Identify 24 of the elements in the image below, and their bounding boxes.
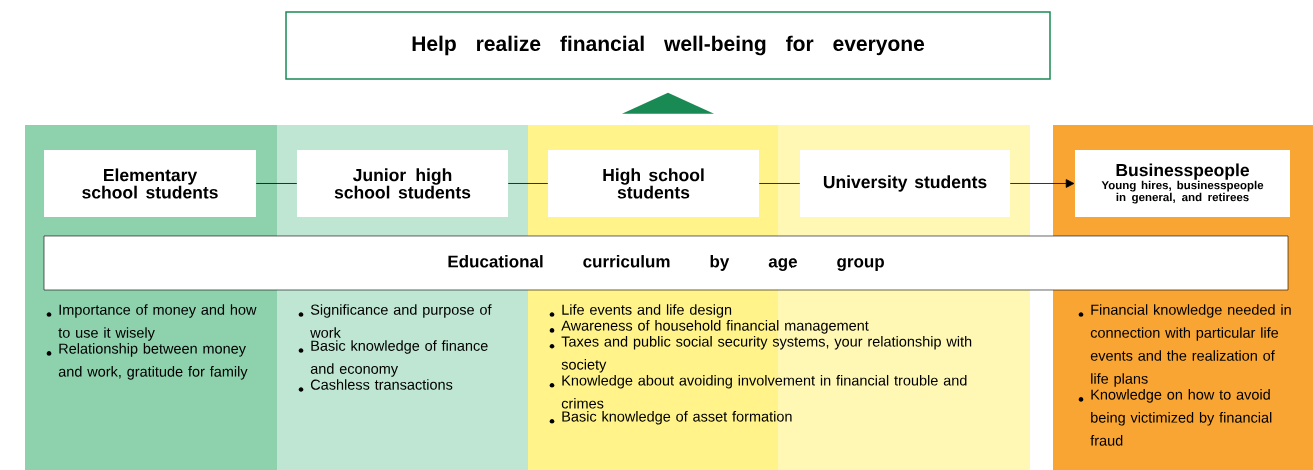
bullet-item: Basic knowledge of finance and economy bbox=[298, 340, 488, 377]
bullet-item: Knowledge on how to avoid being victimized by financial fraud bbox=[1078, 389, 1272, 446]
connector-line bbox=[758, 183, 801, 184]
age-group-box: High school students bbox=[548, 150, 759, 217]
bullet-item: Awareness of household financial management bbox=[549, 320, 869, 334]
bullet-item: Importance of money and how to use it wisely bbox=[46, 304, 257, 341]
bullet-item: Relationship between money and work, gratitude for family bbox=[46, 343, 248, 380]
age-group-box: Businesspeople Young hires, businesspeople in general, and retirees bbox=[1075, 150, 1290, 217]
bullet-item: Knowledge about avoiding involvement in financial trouble and crimes bbox=[549, 374, 967, 409]
age-group-box: Elementary school students bbox=[44, 150, 256, 217]
bullet-item: Significance and purpose of work bbox=[298, 304, 492, 338]
bullet-item: Life events and life design bbox=[549, 304, 732, 318]
connector-line bbox=[1009, 179, 1075, 188]
direction-arrow bbox=[622, 92, 714, 114]
connector-line bbox=[255, 183, 298, 184]
curriculum-box: Educational curriculum by age group bbox=[43, 235, 1289, 291]
age-group-box: University students bbox=[800, 150, 1010, 217]
age-group-box: Junior high school students bbox=[297, 150, 508, 217]
bullet-item: Cashless transactions bbox=[298, 379, 453, 392]
bullet-item: Basic knowledge of asset formation bbox=[549, 411, 792, 425]
bullet-item: Financial knowledge needed in connection with particular life events and the realization of life plans bbox=[1078, 304, 1291, 387]
bullet-item: Taxes and public social security systems, your relationship with society bbox=[549, 336, 972, 373]
goal-box: Help realize financial well-being for everyone bbox=[285, 11, 1051, 80]
connector-line bbox=[507, 183, 549, 184]
